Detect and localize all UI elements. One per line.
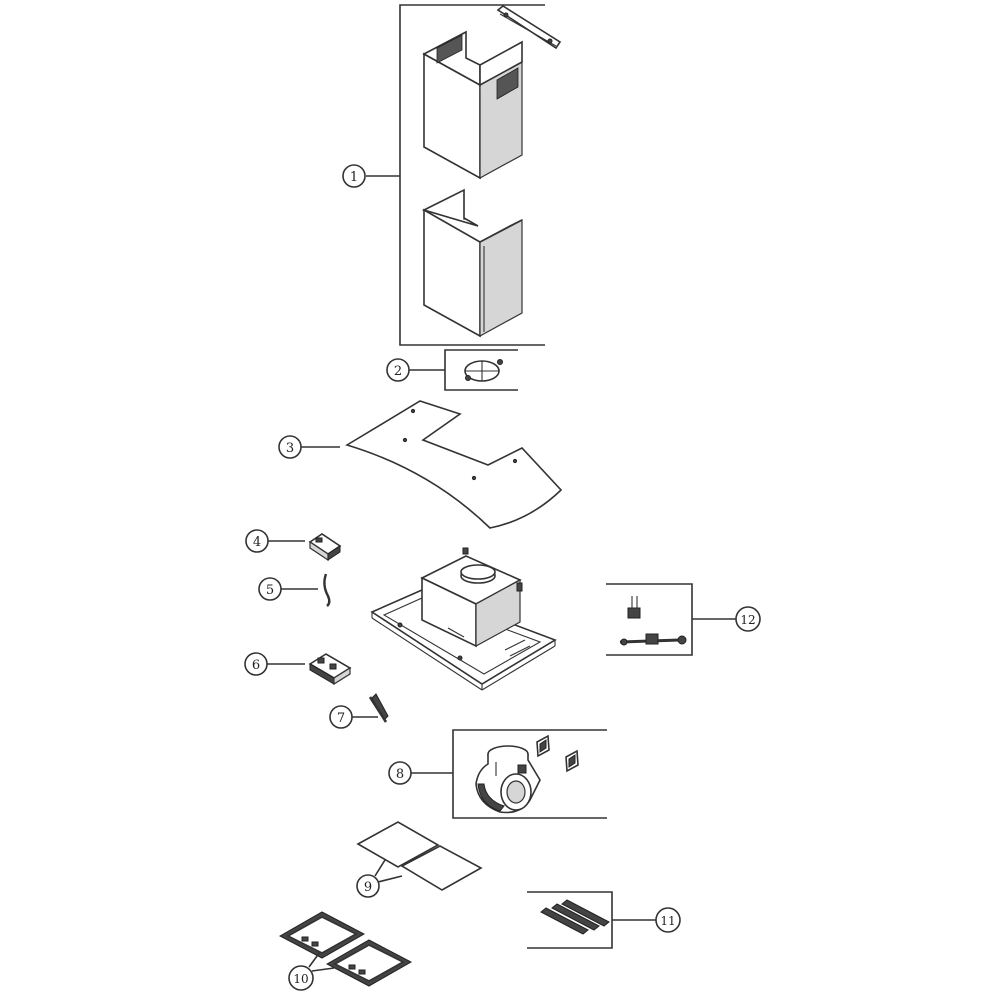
- part-8-blower-motor: 8: [388, 729, 607, 819]
- callout-2: 2: [386, 358, 410, 382]
- callout-4-label: 4: [253, 535, 261, 550]
- mounting-plate: [464, 359, 503, 382]
- callout-10-label: 10: [293, 972, 308, 986]
- callout-7-label: 7: [337, 711, 345, 726]
- callout-9-leader-b: [374, 859, 386, 877]
- callout-3: 3: [278, 435, 302, 459]
- callout-9-label: 9: [364, 880, 372, 895]
- strip-set: [540, 899, 610, 935]
- callout-1: 1: [342, 164, 366, 188]
- callout-10-leader-b: [308, 951, 321, 968]
- callout-9: 9: [356, 874, 380, 898]
- switch-bar: [368, 693, 389, 723]
- callout-6-label: 6: [252, 658, 260, 673]
- part-1-chimney-covers: 1: [342, 4, 562, 346]
- chimney-wall-bracket: [496, 5, 562, 50]
- callout-12: 12: [735, 606, 761, 632]
- part-5-cable: 5: [258, 573, 331, 607]
- part-4-light-module: 4: [245, 529, 342, 562]
- callout-5-label: 5: [266, 583, 274, 598]
- part-8-group-bracket-line: [452, 729, 607, 819]
- cable: [323, 573, 331, 607]
- callout-3-label: 3: [286, 441, 294, 456]
- callout-1-label: 1: [350, 170, 358, 185]
- upper-chimney-cover: [422, 30, 523, 180]
- framed-filter-10a: [278, 911, 366, 959]
- filter-panel-9b: [400, 845, 483, 891]
- callout-10: 10: [288, 965, 314, 991]
- lower-chimney-cover: [421, 188, 523, 338]
- part-1-group-bracket-line: [399, 4, 545, 346]
- callout-8: 8: [388, 761, 412, 785]
- callout-9-leader-a: [377, 875, 403, 883]
- callout-11-label: 11: [660, 914, 675, 928]
- capacitor-bracket-2: [565, 749, 579, 773]
- callout-5: 5: [258, 577, 282, 601]
- callout-11: 11: [655, 907, 681, 933]
- terminal-block: [627, 596, 641, 619]
- callout-6: 6: [244, 652, 268, 676]
- part-9-filters: 9: [356, 821, 483, 898]
- light-module: [308, 533, 342, 562]
- control-board: [308, 653, 352, 686]
- glass-canopy: [345, 400, 563, 529]
- callout-7: 7: [329, 705, 353, 729]
- callout-10-leader-a: [311, 967, 335, 972]
- part-12-electrical-parts: 12: [606, 583, 761, 656]
- hood-body: [370, 547, 557, 691]
- callout-2-label: 2: [394, 364, 402, 379]
- part-6-control-board: 6: [244, 652, 352, 686]
- part-2-mounting-plate: 2: [386, 349, 518, 391]
- callout-8-label: 8: [396, 767, 404, 782]
- filter-panel-9a: [356, 821, 440, 868]
- power-cord: [619, 633, 687, 646]
- capacitor-bracket-1: [536, 734, 550, 758]
- part-11-strips: 11: [527, 891, 681, 949]
- part-10-framed-filters: 10: [278, 911, 413, 991]
- part-7-switch-bar: 7: [329, 693, 389, 729]
- callout-12-label: 12: [740, 613, 755, 627]
- blower-motor: [475, 745, 541, 814]
- callout-4: 4: [245, 529, 269, 553]
- framed-filter-10b: [325, 939, 413, 987]
- part-3-glass-canopy: 3: [278, 400, 563, 529]
